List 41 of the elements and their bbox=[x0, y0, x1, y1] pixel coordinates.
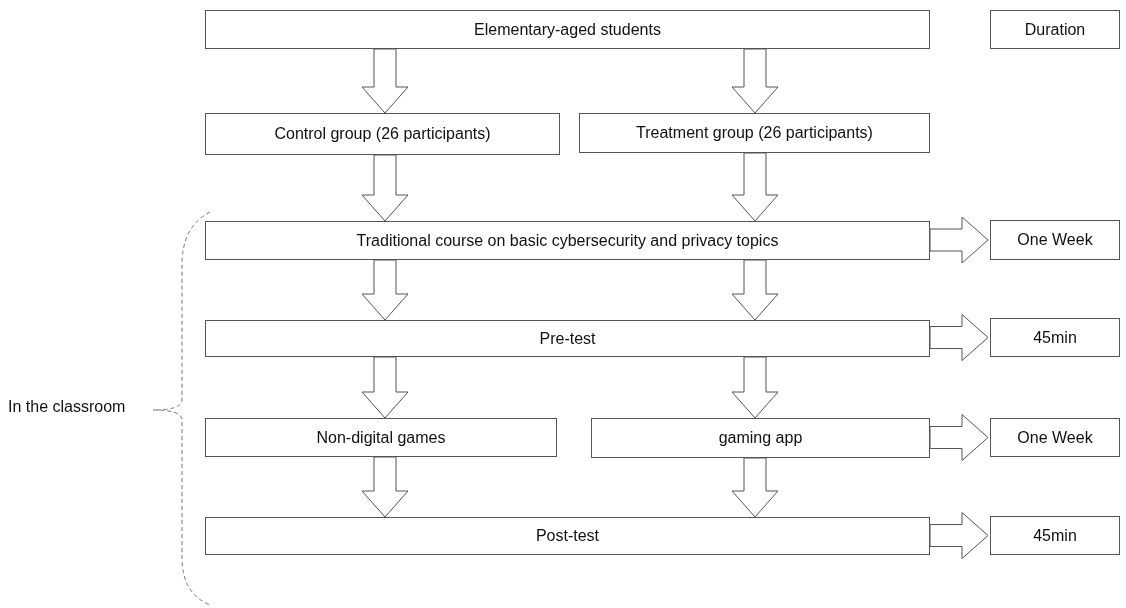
box-text: Traditional course on basic cybersecurity and privacy topics bbox=[356, 230, 779, 251]
process-box bbox=[591, 418, 930, 458]
box-text: Non-digital games bbox=[316, 427, 446, 448]
block-arrow bbox=[731, 457, 779, 518]
process-box bbox=[990, 516, 1120, 555]
process-box bbox=[579, 113, 930, 153]
box-text: 45min bbox=[1033, 327, 1077, 348]
block-arrow bbox=[361, 48, 409, 114]
process-box bbox=[205, 418, 557, 457]
process-box bbox=[205, 517, 930, 555]
box-text: Duration bbox=[1024, 19, 1086, 40]
box-text: Treatment group (26 participants) bbox=[636, 123, 873, 143]
process-box bbox=[205, 221, 930, 260]
process-box bbox=[205, 10, 930, 49]
process-box bbox=[990, 220, 1120, 260]
block-arrow bbox=[929, 314, 989, 361]
box-text: One Week bbox=[1017, 230, 1093, 250]
process-box bbox=[205, 320, 930, 357]
block-arrow bbox=[731, 356, 779, 419]
block-arrow bbox=[361, 259, 409, 321]
process-box bbox=[205, 113, 560, 155]
process-box bbox=[990, 10, 1120, 49]
block-arrow bbox=[361, 456, 409, 518]
block-arrow bbox=[929, 216, 989, 264]
process-box bbox=[990, 418, 1120, 457]
box-text: Post-test bbox=[535, 526, 600, 546]
block-arrow bbox=[731, 48, 779, 114]
block-arrow bbox=[929, 512, 989, 559]
box-text: 45min bbox=[1033, 525, 1077, 546]
block-arrow bbox=[731, 152, 779, 222]
process-box bbox=[990, 318, 1120, 357]
box-text: Control group (26 participants) bbox=[274, 124, 491, 144]
box-text: One Week bbox=[1017, 427, 1093, 448]
block-arrow bbox=[361, 154, 409, 222]
block-arrow bbox=[361, 356, 409, 419]
block-arrow bbox=[929, 414, 989, 461]
box-text: Elementary-aged students bbox=[474, 19, 661, 40]
block-arrow bbox=[731, 259, 779, 321]
box-text: Pre-test bbox=[539, 328, 596, 349]
bracket-label: In the classroom bbox=[8, 397, 126, 417]
box-text: gaming app bbox=[718, 428, 803, 448]
